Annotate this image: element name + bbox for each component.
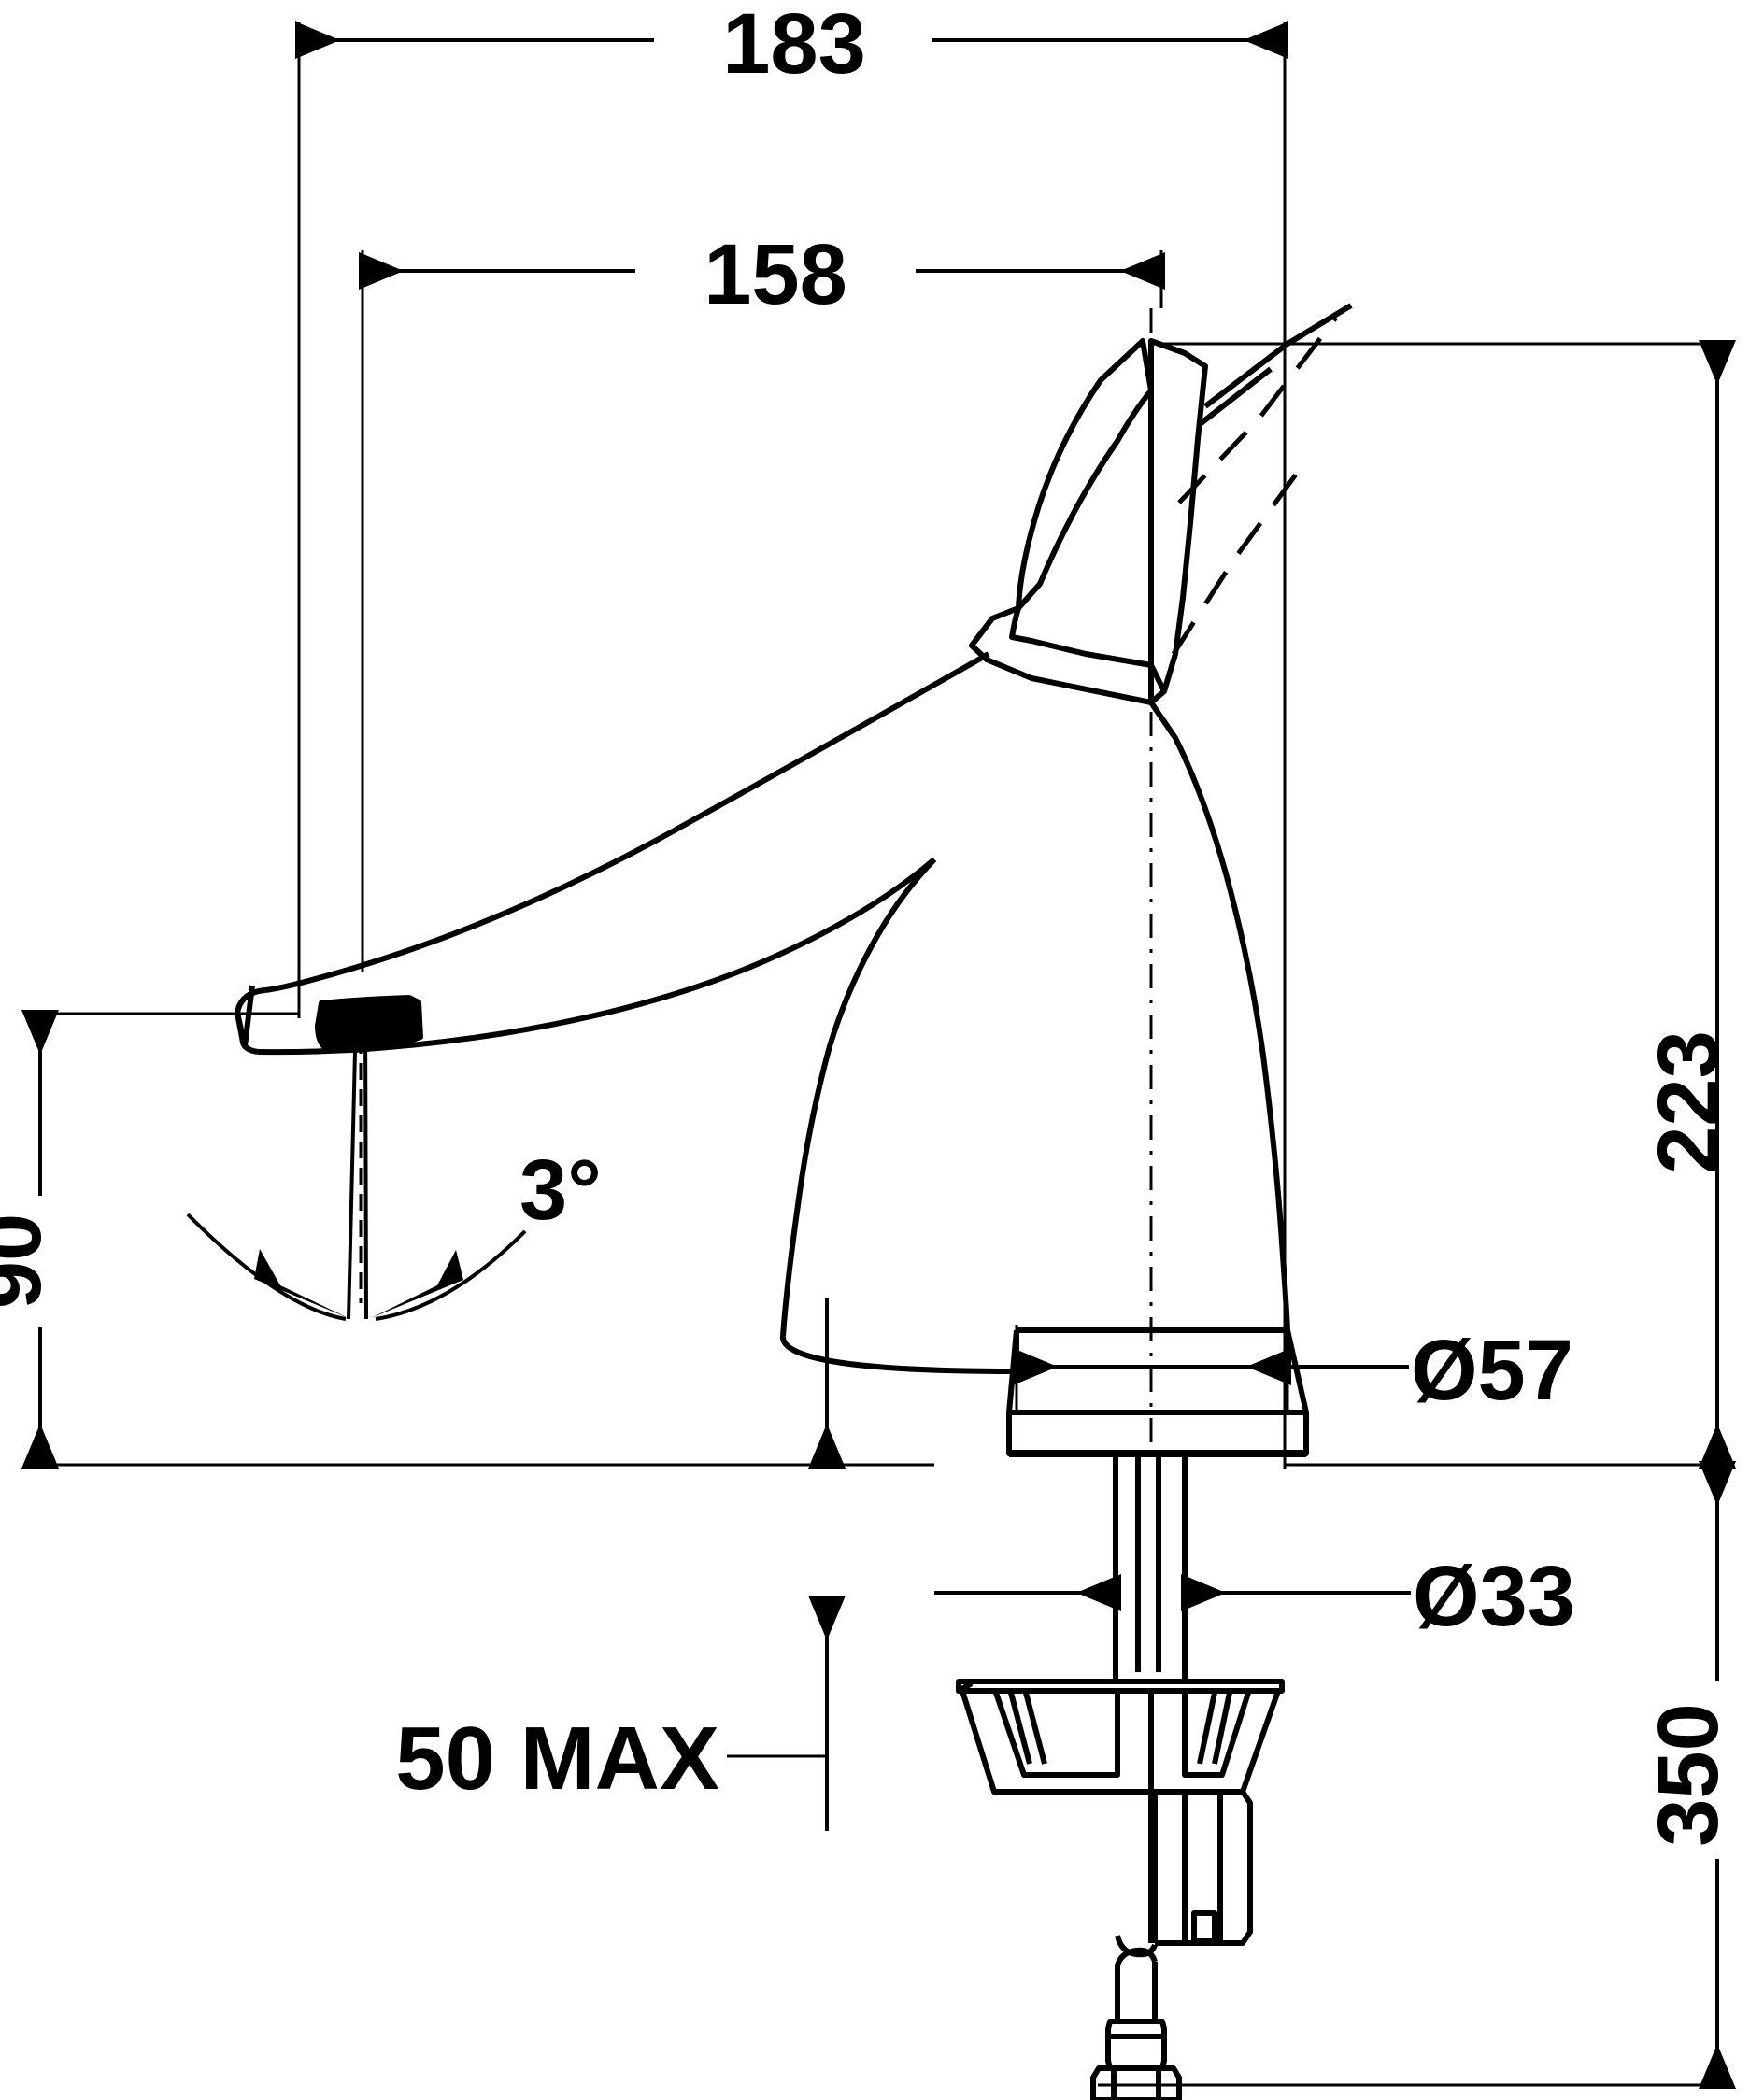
- dimension-label-158: 158: [704, 227, 847, 322]
- dimension-label-angle-3deg: 3°: [519, 1142, 602, 1238]
- angle-arc: [186, 1213, 527, 1321]
- dimension-label-350: 350: [1641, 1703, 1736, 1847]
- faucet-column: [780, 701, 1290, 1374]
- lever-handle: [969, 303, 1353, 705]
- dimension-label-183: 183: [722, 0, 866, 92]
- dimension-label-90: 90: [0, 1213, 59, 1309]
- handle-highlight: [1171, 316, 1338, 656]
- dimension-label-50-max: 50 MAX: [395, 1709, 719, 1809]
- extension-lines: [28, 22, 1724, 2087]
- stream-lines: [347, 1013, 368, 1320]
- dimension-label-diameter-33: Ø33: [1413, 1549, 1575, 1644]
- spout-body: [235, 651, 990, 1056]
- dimension-label-diameter-57: Ø57: [1411, 1323, 1573, 1418]
- base-flange: [1006, 1327, 1309, 1457]
- aerator: [315, 995, 423, 1054]
- mounting-bracket: [956, 1679, 1285, 1934]
- angle-arrowheads: [254, 1249, 463, 1318]
- dimension-label-223: 223: [1641, 1030, 1736, 1174]
- dimension-lines: [21, 21, 1736, 2089]
- mounting-shank: [1113, 1454, 1188, 1681]
- lock-nut: [1148, 1789, 1253, 1946]
- flexible-hose: [1090, 1935, 1182, 2100]
